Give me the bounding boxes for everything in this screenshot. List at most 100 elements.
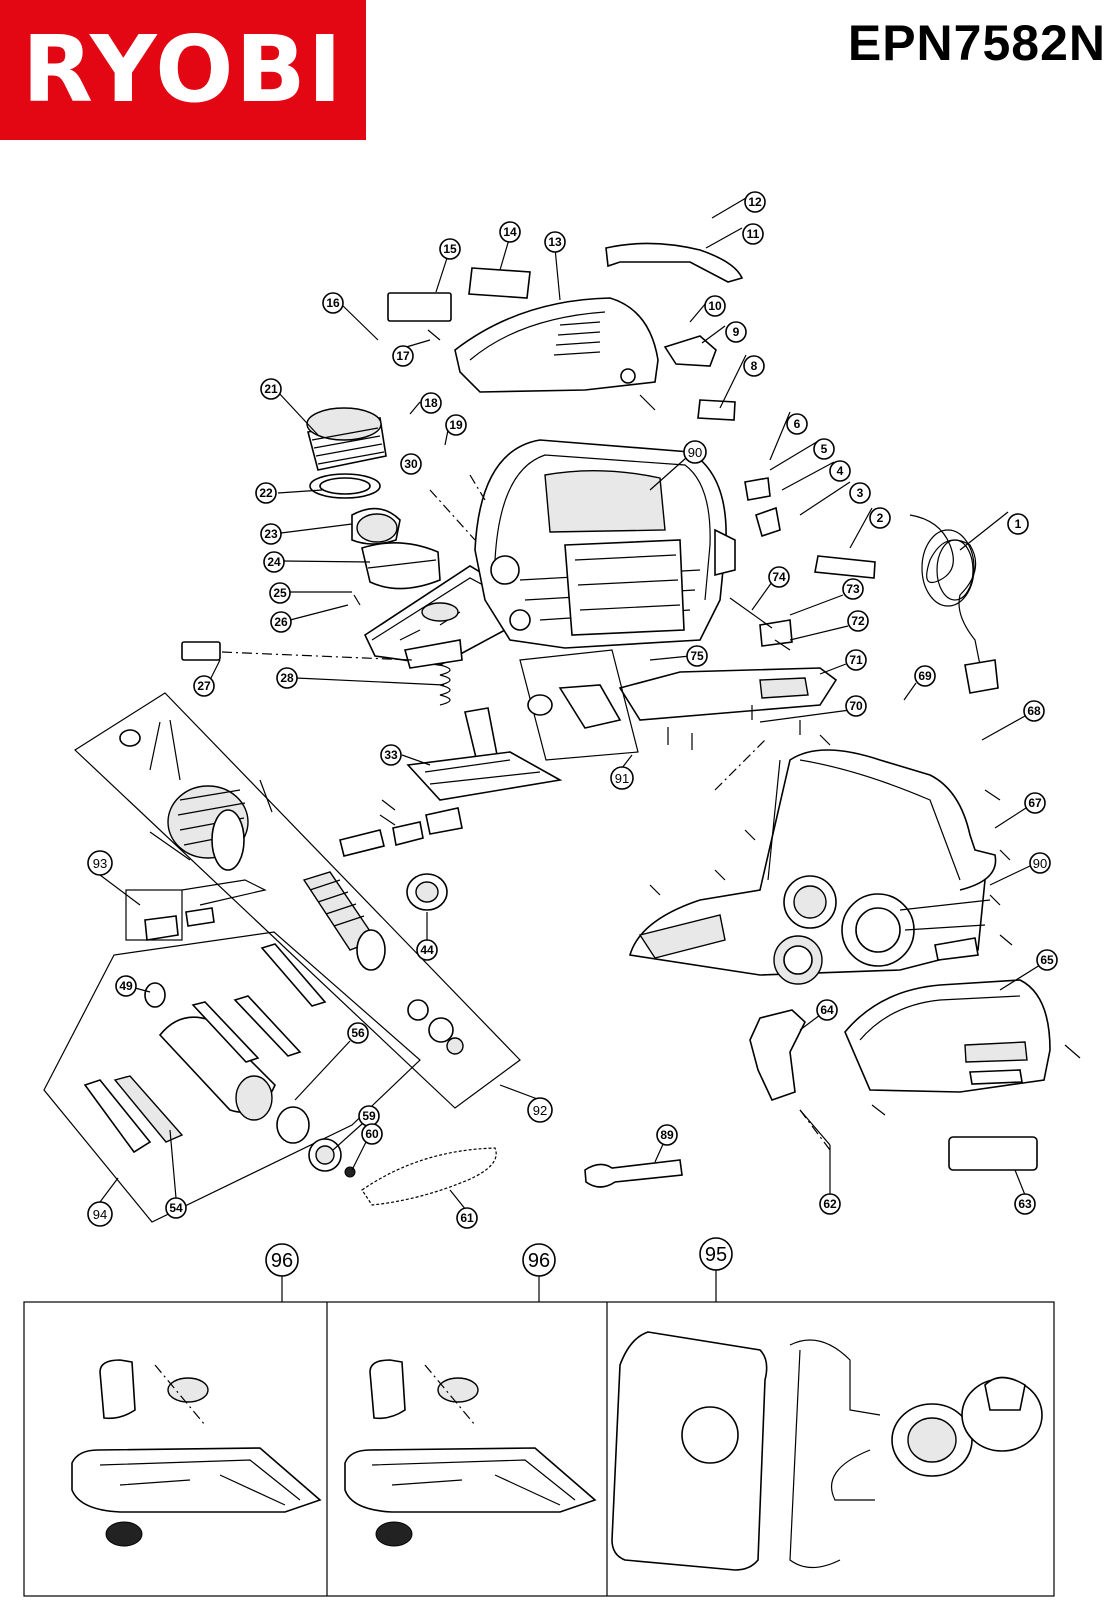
svg-text:60: 60: [365, 1127, 379, 1141]
switch-trigger: [663, 335, 717, 367]
svg-text:21: 21: [264, 382, 278, 396]
svg-text:72: 72: [851, 614, 865, 628]
svg-text:67: 67: [1028, 796, 1042, 810]
callout-68: 68: [1023, 700, 1045, 722]
svg-text:44: 44: [420, 943, 434, 957]
svg-text:13: 13: [548, 235, 562, 249]
labels-plates: [181, 267, 1038, 1171]
svg-text:96: 96: [528, 1250, 550, 1272]
callout-30: 30: [400, 453, 422, 475]
parallel-fence-kit-2: [344, 1359, 597, 1547]
brush-holder-parts: [729, 597, 793, 647]
svg-text:90: 90: [688, 445, 702, 460]
callout-65: 65: [1036, 949, 1058, 971]
cutter-head-group: [43, 931, 421, 1223]
assembled-planer: [628, 749, 997, 985]
callout-8: 8: [743, 355, 765, 377]
svg-text:94: 94: [93, 1207, 107, 1222]
svg-text:93: 93: [93, 856, 107, 871]
callout-64: 64: [816, 999, 838, 1021]
lock-off-lever: [605, 242, 744, 283]
svg-text:12: 12: [748, 195, 762, 209]
svg-text:22: 22: [259, 486, 273, 500]
svg-text:27: 27: [197, 679, 211, 693]
svg-text:89: 89: [660, 1128, 674, 1142]
cord-clamp: [744, 477, 781, 538]
callout-75: 75: [686, 645, 708, 667]
model-number: EPN7582N: [847, 15, 1106, 71]
wrench: [584, 1159, 683, 1188]
svg-text:1: 1: [1015, 517, 1022, 531]
callout-89: 89: [656, 1124, 678, 1146]
power-cord: [814, 514, 999, 694]
callout-69: 69: [914, 665, 936, 687]
svg-text:56: 56: [351, 1026, 365, 1040]
svg-text:8: 8: [751, 359, 758, 373]
handle-top-cover: [454, 297, 659, 393]
svg-text:92: 92: [533, 1103, 547, 1118]
callout-71: 71: [845, 649, 867, 671]
accessory-panels: [23, 1270, 1055, 1597]
callout-93: 93: [87, 850, 113, 876]
motor-group: [74, 692, 521, 1109]
svg-text:95: 95: [705, 1244, 727, 1266]
rear-base-sole: [618, 667, 838, 721]
callout-61: 61: [456, 1207, 478, 1229]
svg-text:14: 14: [503, 225, 517, 239]
svg-text:74: 74: [772, 570, 786, 584]
svg-text:19: 19: [449, 418, 463, 432]
callout-96-left: 96: [265, 1243, 299, 1277]
svg-text:64: 64: [820, 1003, 834, 1017]
svg-text:26: 26: [274, 615, 288, 629]
pulley-cover-small: [749, 1009, 806, 1101]
svg-text:75: 75: [690, 649, 704, 663]
depth-knob: [306, 407, 441, 590]
svg-text:24: 24: [267, 555, 281, 569]
svg-text:2: 2: [877, 511, 884, 525]
svg-text:96: 96: [271, 1250, 293, 1272]
callout-90-top: 90: [683, 440, 707, 464]
svg-text:17: 17: [396, 349, 410, 363]
callout-62: 62: [819, 1193, 841, 1215]
callout-70: 70: [845, 695, 867, 717]
callout-18: 18: [420, 392, 442, 414]
belt-cover: [844, 979, 1051, 1093]
svg-text:91: 91: [615, 771, 629, 786]
main-housing: [474, 439, 736, 649]
svg-text:25: 25: [273, 586, 287, 600]
callout-19: 19: [445, 414, 467, 436]
callout-labels: 1 2 3 4 5 6 8 9 10 11 12 13 14 15 16 17 …: [87, 191, 1058, 1277]
svg-text:4: 4: [837, 464, 844, 478]
svg-text:62: 62: [823, 1197, 837, 1211]
callout-23: 23: [260, 523, 282, 545]
callout-5: 5: [813, 438, 835, 460]
svg-text:90: 90: [1033, 856, 1047, 871]
svg-text:61: 61: [460, 1211, 474, 1225]
callout-26: 26: [270, 611, 292, 633]
svg-text:6: 6: [794, 417, 801, 431]
callout-60: 60: [361, 1123, 383, 1145]
callout-72: 72: [847, 610, 869, 632]
callout-54: 54: [165, 1197, 187, 1219]
callout-24: 24: [263, 551, 285, 573]
svg-text:73: 73: [846, 582, 860, 596]
svg-text:10: 10: [708, 299, 722, 313]
callout-12: 12: [744, 191, 766, 213]
svg-text:5: 5: [821, 442, 828, 456]
callout-11: 11: [742, 223, 764, 245]
svg-text:70: 70: [849, 699, 863, 713]
callout-4: 4: [829, 460, 851, 482]
callout-16: 16: [322, 292, 344, 314]
parallel-fence-kit-1: [71, 1359, 322, 1547]
callout-6: 6: [786, 413, 808, 435]
callout-44: 44: [416, 939, 438, 961]
callout-21: 21: [260, 378, 282, 400]
callout-3: 3: [849, 482, 871, 504]
callout-59: 59: [358, 1105, 380, 1127]
callout-17: 17: [392, 345, 414, 367]
svg-text:49: 49: [119, 979, 133, 993]
callout-96-mid: 96: [522, 1243, 556, 1277]
screws: [353, 329, 1081, 1146]
spring-plunger: [406, 664, 563, 801]
